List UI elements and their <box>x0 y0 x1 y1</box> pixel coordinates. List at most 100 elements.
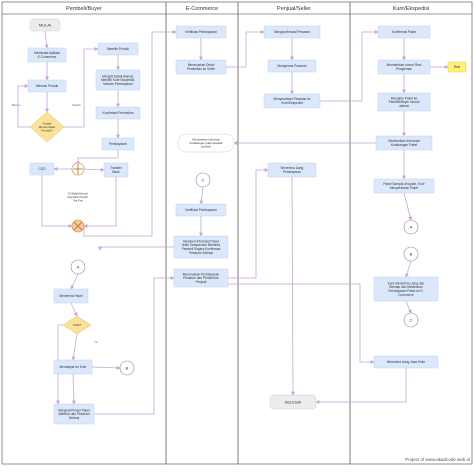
edge-sampai-a <box>403 192 413 221</box>
edge-serah-kurir <box>320 30 379 102</box>
process-box <box>373 178 435 194</box>
connector-circle <box>403 219 419 235</box>
edge-mulai-buka <box>44 30 49 49</box>
node-text-line: COD? <box>73 323 82 327</box>
node-text-line: Meneruskan Detail <box>188 63 215 67</box>
node-membayar-kurir: Membayar ke Kurir <box>53 359 93 375</box>
connector-circle <box>119 360 135 376</box>
node-text-line: A <box>410 224 413 229</box>
node-text-line: Pengiriman <box>396 67 412 71</box>
node-text-line: Sudah <box>43 121 52 125</box>
process-box <box>267 162 317 178</box>
edge-cod-side <box>56 324 63 405</box>
node-text-line: Bersiap dan Melakukan <box>389 285 423 289</box>
node-text-line: Pembayaran <box>109 142 127 146</box>
node-cari-produk: Mencari Produk <box>27 79 67 93</box>
node-text-line: Commerce <box>398 293 414 297</box>
edge-teruskan-seller <box>226 30 265 68</box>
footer-credit: Project of www.akadcode.web.id <box>405 457 470 462</box>
node-text-line: C <box>410 317 413 322</box>
node-text-line: Mengkonfirmasi Paket <box>58 408 90 412</box>
node-text-line: MULAI <box>39 22 51 27</box>
process-box <box>375 135 433 151</box>
process-box <box>267 59 317 73</box>
process-box <box>263 93 321 109</box>
process-box <box>95 69 141 91</box>
edge-label-ya: Ya <box>94 340 98 344</box>
edge-ecom-jasa <box>228 283 375 364</box>
edge-c-verif <box>199 186 204 205</box>
node-text-line: Menemukan <box>39 125 56 129</box>
process-box <box>27 47 67 63</box>
process-box <box>173 235 229 259</box>
node-text-line: Kedatangan Paket <box>391 143 417 147</box>
edge-info-buyer <box>98 246 174 251</box>
node-text-line: Pembelian ke Seller <box>187 67 216 71</box>
process-box <box>29 162 55 176</box>
lane-title-courier: Kurir/Ekspedisi <box>393 6 430 12</box>
node-text-line: Mengkonfirmasi Pesanan <box>274 30 310 34</box>
node-verifikasi-pembayaran-2: Verifikasi Pembayaran <box>175 203 227 217</box>
node-menerima-paket: Menerima Paket <box>53 288 89 304</box>
connector-circle <box>195 172 211 188</box>
node-text-line: Mencari Produk <box>36 84 59 88</box>
node-b-buyer: B <box>119 360 135 376</box>
edge-uang-selesai <box>290 176 295 396</box>
node-a-courier: A <box>403 219 419 235</box>
node-pembayaran: Pembayaran <box>101 137 135 151</box>
node-c-ecom: C <box>195 172 211 188</box>
node-text-line: Memberikan informasi <box>192 138 220 142</box>
process-box <box>95 106 141 120</box>
edge-bayar-b <box>91 365 121 370</box>
process-box <box>103 162 129 178</box>
node-text-line: Mengemas Pesanan <box>277 64 306 68</box>
node-text-line: Menyerahkan Pesanan ke <box>273 97 310 101</box>
node-text-line: E-Commerce <box>38 55 57 59</box>
node-text-line: A <box>77 264 80 269</box>
node-resi: Resi <box>447 61 467 73</box>
decision-diamond <box>62 315 92 335</box>
note-box <box>447 61 467 73</box>
node-selesai: SELESAI <box>269 394 317 410</box>
node-text-line: Meneruskan Pembayaran <box>183 272 220 276</box>
node-text-line: Menerima Uang <box>281 166 304 170</box>
node-konfirmasi-paket: Konfirmasi Paket <box>377 25 431 39</box>
node-text-line: Menerima Uang Jasa Kirim <box>387 360 426 364</box>
process-box <box>373 355 439 369</box>
node-mulai: MULAI <box>29 18 61 32</box>
node-text-line: telah Sampai dan Meminta <box>182 243 220 247</box>
node-paket-sampai: Paket Sampai di tujuan, KurirMenyerahkan… <box>373 178 435 194</box>
node-text-line: Konfirmasi Pembelian <box>102 111 133 115</box>
edge-kurir-c <box>405 300 412 314</box>
node-text-line: Pembeli Segera Konfirmasi <box>182 247 221 251</box>
node-mengemas-pesanan: Mengemas Pesanan <box>267 59 317 73</box>
node-text-line: Penjual <box>196 280 207 284</box>
node-text-line: Pembayaran <box>283 170 301 174</box>
node-text-line: Memilih Kurir Ekspedisi, <box>101 78 135 82</box>
lane-title-ecom: E-Commerce <box>186 6 218 12</box>
edge-sudah-memilih <box>64 47 99 128</box>
node-cod-q: COD? <box>62 315 92 335</box>
node-text-line: Memberikan nomor Resi <box>387 63 422 67</box>
process-box <box>263 25 321 39</box>
process-box <box>175 59 227 75</box>
connector-circle <box>70 259 86 275</box>
edge-label-sudah: Sudah <box>72 103 81 107</box>
node-text-line: Bank <box>112 170 120 174</box>
payment-split-junction <box>71 162 85 176</box>
node-konfirmasi-pembelian: Konfirmasi Pembelian <box>95 106 141 120</box>
edge-merge-verif <box>83 30 177 237</box>
